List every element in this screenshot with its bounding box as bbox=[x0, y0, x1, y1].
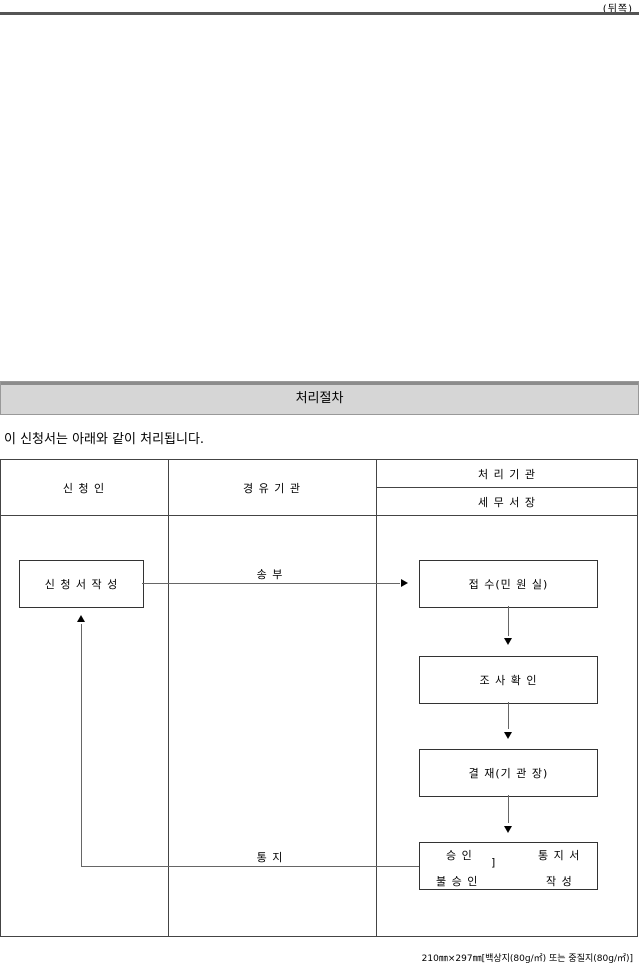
column-header-processor: 처 리 기 관 bbox=[478, 468, 536, 481]
processor-subheader-divider bbox=[376, 487, 638, 488]
down-arrow-2-line bbox=[508, 702, 509, 729]
column-header-applicant: 신 청 인 bbox=[62, 482, 106, 495]
down-arrow-1-head bbox=[504, 638, 512, 645]
step-investigate-label: 조 사 확 인 bbox=[479, 674, 538, 687]
table-right-border bbox=[637, 459, 638, 937]
table-top-border bbox=[0, 459, 638, 460]
notify-arrow-line bbox=[81, 866, 419, 867]
table-bottom-border bbox=[0, 936, 638, 937]
column-divider-2 bbox=[376, 459, 377, 937]
result-approve-label: 승 인 bbox=[446, 849, 473, 862]
procedure-title: 처리절차 bbox=[295, 391, 344, 406]
back-side-label: (뒤쪽) bbox=[602, 4, 633, 15]
column-divider-1 bbox=[168, 459, 169, 937]
result-bracket: ] bbox=[491, 856, 497, 869]
step-write-application: 신 청 서 작 성 bbox=[19, 560, 144, 608]
step-receive: 접 수(민 원 실) bbox=[419, 560, 598, 608]
step-investigate: 조 사 확 인 bbox=[419, 656, 598, 704]
procedure-section-header: 처리절차 bbox=[0, 381, 639, 415]
procedure-intro: 이 신청서는 아래와 같이 처리됩니다. bbox=[4, 432, 205, 447]
step-write-label: 신 청 서 작 성 bbox=[44, 578, 119, 591]
down-arrow-3-head bbox=[504, 826, 512, 833]
column-header-via: 경 유 기 관 bbox=[243, 482, 301, 495]
table-left-border bbox=[0, 459, 1, 937]
result-write-label: 작 성 bbox=[546, 875, 573, 888]
step-approve: 결 재(기 관 장) bbox=[419, 749, 598, 797]
down-arrow-1-line bbox=[508, 606, 509, 636]
notify-arrow-head bbox=[77, 615, 85, 622]
top-divider bbox=[0, 12, 639, 15]
notify-arrow-label: 통 지 bbox=[256, 851, 284, 864]
down-arrow-3-line bbox=[508, 795, 509, 823]
result-notice-label: 통 지 서 bbox=[538, 849, 581, 862]
step-receive-label: 접 수(민 원 실) bbox=[468, 578, 549, 591]
send-arrow-line bbox=[142, 583, 400, 584]
result-reject-label: 불 승 인 bbox=[436, 875, 479, 888]
send-arrow-label: 송 부 bbox=[256, 568, 284, 581]
down-arrow-2-head bbox=[504, 732, 512, 739]
paper-size-note: 210㎜×297㎜[백상지(80g/㎡) 또는 중질지(80g/㎡)] bbox=[421, 954, 633, 964]
send-arrow-head bbox=[401, 579, 408, 587]
header-bottom-border bbox=[0, 515, 638, 516]
step-approve-label: 결 재(기 관 장) bbox=[468, 767, 549, 780]
column-header-processor-sub: 세 무 서 장 bbox=[478, 496, 536, 509]
notify-arrow-riser bbox=[81, 624, 82, 867]
step-result: 승 인 통 지 서 ] 불 승 인 작 성 bbox=[419, 842, 598, 890]
